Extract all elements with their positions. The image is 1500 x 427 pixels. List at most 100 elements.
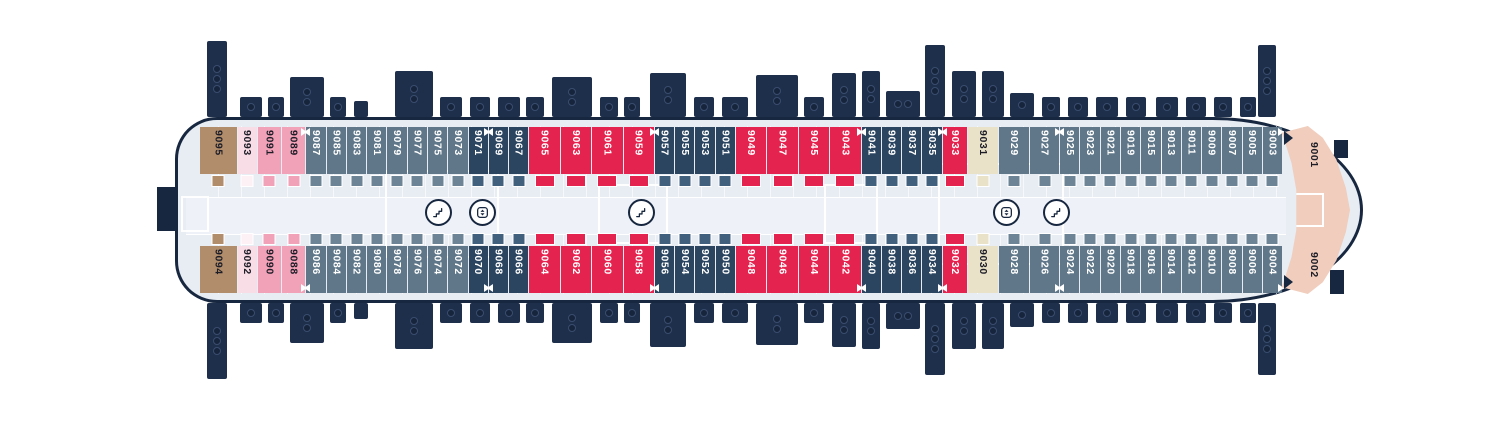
- cabin-9087[interactable]: 9087: [304, 127, 326, 187]
- cabin-9066[interactable]: 9066: [509, 233, 529, 293]
- cabin-9054[interactable]: 9054: [675, 233, 695, 293]
- cabin-9004[interactable]: 9004: [1262, 233, 1285, 293]
- cabin-9052[interactable]: 9052: [695, 233, 715, 293]
- cabin-9079[interactable]: 9079: [387, 127, 407, 187]
- porthole-dot: [773, 97, 781, 105]
- cabin-9007[interactable]: 9007: [1222, 127, 1242, 187]
- cabin-9042[interactable]: 9042: [830, 233, 863, 293]
- cabin-9018[interactable]: 9018: [1121, 233, 1141, 293]
- cabin-9060[interactable]: 9060: [592, 233, 623, 293]
- cabin-9072[interactable]: 9072: [448, 233, 468, 293]
- cabin-9074[interactable]: 9074: [427, 233, 448, 293]
- cabin-9051[interactable]: 9051: [715, 127, 735, 187]
- cabin-9027[interactable]: 9027: [1029, 127, 1062, 187]
- cabin-9012[interactable]: 9012: [1181, 233, 1202, 293]
- cabin-9081[interactable]: 9081: [367, 127, 387, 187]
- cabin-9068[interactable]: 9068: [486, 233, 509, 293]
- cabin-9061[interactable]: 9061: [592, 127, 623, 187]
- cabin-9053[interactable]: 9053: [695, 127, 715, 187]
- cabin-9094[interactable]: 9094: [200, 233, 237, 293]
- cabin-9010[interactable]: 9010: [1202, 233, 1222, 293]
- cabin-9026[interactable]: 9026: [1029, 233, 1062, 293]
- cabin-9047[interactable]: 9047: [767, 127, 798, 187]
- cabin-9034[interactable]: 9034: [922, 233, 944, 293]
- cabin-9040[interactable]: 9040: [859, 233, 881, 293]
- cabin-9037[interactable]: 9037: [902, 127, 922, 187]
- cabin-9050[interactable]: 9050: [715, 233, 735, 293]
- cabin-9005[interactable]: 9005: [1242, 127, 1262, 187]
- cabin-9059[interactable]: 9059: [623, 127, 656, 187]
- cabin-9063[interactable]: 9063: [560, 127, 592, 187]
- cabin-9038[interactable]: 9038: [881, 233, 902, 293]
- cabin-9078[interactable]: 9078: [387, 233, 407, 293]
- cabin-9075[interactable]: 9075: [427, 127, 448, 187]
- cabin-9058[interactable]: 9058: [623, 233, 656, 293]
- cabin-9028[interactable]: 9028: [999, 233, 1029, 293]
- cabin-9076[interactable]: 9076: [407, 233, 427, 293]
- porthole-dot: [931, 325, 939, 333]
- cabin-9089[interactable]: 9089: [282, 127, 308, 187]
- cabin-9035[interactable]: 9035: [922, 127, 944, 187]
- cabin-9077[interactable]: 9077: [407, 127, 427, 187]
- cabin-9039[interactable]: 9039: [881, 127, 902, 187]
- cabin-9036[interactable]: 9036: [902, 233, 922, 293]
- cabin-9084[interactable]: 9084: [326, 233, 346, 293]
- cabin-9024[interactable]: 9024: [1058, 233, 1080, 293]
- cabin-9065[interactable]: 9065: [529, 127, 560, 187]
- balcony-tab: [885, 175, 899, 187]
- cabin-number: 9058: [632, 249, 645, 275]
- cabin-9025[interactable]: 9025: [1058, 127, 1080, 187]
- cabin-9085[interactable]: 9085: [326, 127, 346, 187]
- cabin-9073[interactable]: 9073: [448, 127, 468, 187]
- cabin-9095[interactable]: 9095: [200, 127, 237, 187]
- cabin-9092[interactable]: 9092: [237, 233, 257, 293]
- cabin-9082[interactable]: 9082: [346, 233, 367, 293]
- cabin-9064[interactable]: 9064: [529, 233, 560, 293]
- cabin-number: 9038: [885, 249, 898, 275]
- cabin-9044[interactable]: 9044: [798, 233, 830, 293]
- cabin-9043[interactable]: 9043: [830, 127, 863, 187]
- cabin-9003[interactable]: 9003: [1262, 127, 1285, 187]
- cabin-9029[interactable]: 9029: [999, 127, 1029, 187]
- cabin-9091[interactable]: 9091: [257, 127, 282, 187]
- cabin-9031[interactable]: 9031: [968, 127, 999, 187]
- cabin-9056[interactable]: 9056: [652, 233, 675, 293]
- cabin-9014[interactable]: 9014: [1161, 233, 1181, 293]
- cabin-9033[interactable]: 9033: [940, 127, 968, 187]
- cabin-9006[interactable]: 9006: [1242, 233, 1262, 293]
- cabin-9080[interactable]: 9080: [367, 233, 387, 293]
- cabin-9009[interactable]: 9009: [1202, 127, 1222, 187]
- lifeboat: [600, 303, 618, 323]
- cabin-9032[interactable]: 9032: [940, 233, 968, 293]
- cabin-9086[interactable]: 9086: [304, 233, 326, 293]
- cabin-9067[interactable]: 9067: [509, 127, 529, 187]
- cabin-9020[interactable]: 9020: [1100, 233, 1120, 293]
- cabin-9045[interactable]: 9045: [798, 127, 830, 187]
- cabin-9008[interactable]: 9008: [1222, 233, 1242, 293]
- porthole-dot: [931, 77, 939, 85]
- cabin-9013[interactable]: 9013: [1161, 127, 1181, 187]
- cabin-9070[interactable]: 9070: [468, 233, 490, 293]
- cabin-9088[interactable]: 9088: [282, 233, 308, 293]
- cabin-9015[interactable]: 9015: [1141, 127, 1161, 187]
- cabin-9019[interactable]: 9019: [1121, 127, 1141, 187]
- cabin-9022[interactable]: 9022: [1080, 233, 1100, 293]
- cabin-9016[interactable]: 9016: [1141, 233, 1161, 293]
- cabin-9090[interactable]: 9090: [257, 233, 282, 293]
- porthole-dot: [773, 315, 781, 323]
- cabin-9062[interactable]: 9062: [560, 233, 592, 293]
- cabin-9011[interactable]: 9011: [1181, 127, 1202, 187]
- cabin-9055[interactable]: 9055: [675, 127, 695, 187]
- cabin-9093[interactable]: 9093: [237, 127, 257, 187]
- cabin-9049[interactable]: 9049: [736, 127, 767, 187]
- cabin-9021[interactable]: 9021: [1100, 127, 1120, 187]
- cabin-9083[interactable]: 9083: [346, 127, 367, 187]
- cabin-9046[interactable]: 9046: [767, 233, 798, 293]
- cabin-9041[interactable]: 9041: [859, 127, 881, 187]
- cabin-9030[interactable]: 9030: [968, 233, 999, 293]
- cabin-9069[interactable]: 9069: [486, 127, 509, 187]
- cabin-9057[interactable]: 9057: [652, 127, 675, 187]
- cabin-9023[interactable]: 9023: [1080, 127, 1100, 187]
- cabin-9048[interactable]: 9048: [736, 233, 767, 293]
- cabin-9071[interactable]: 9071: [468, 127, 490, 187]
